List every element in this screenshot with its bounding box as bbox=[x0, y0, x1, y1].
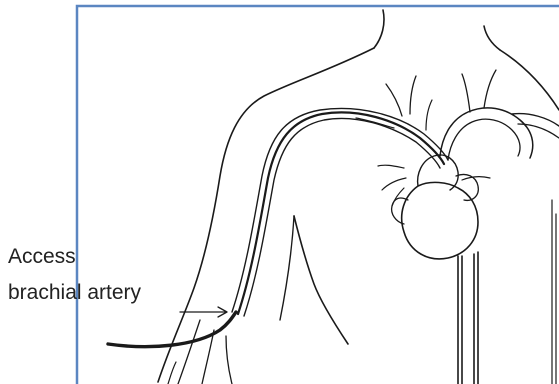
access-label-line1: Access bbox=[8, 246, 76, 267]
pulmonary-branch-2 bbox=[382, 178, 406, 190]
vessel-branch-b bbox=[484, 70, 496, 108]
armpit-outline bbox=[294, 216, 348, 344]
vessel-branch-f bbox=[426, 100, 432, 130]
neck-right-outline bbox=[484, 26, 500, 50]
pulmonary-branch-1 bbox=[378, 165, 404, 168]
left-subclavian-lower bbox=[518, 124, 559, 138]
catheter-track-inner bbox=[244, 118, 440, 316]
aortic-arch-inner bbox=[448, 119, 520, 160]
vessel-branch-d bbox=[410, 76, 416, 114]
catheter-track-outer bbox=[232, 108, 448, 312]
vessel-branch-e bbox=[356, 118, 394, 128]
diagram-frame bbox=[77, 6, 559, 384]
heart-outline bbox=[402, 182, 478, 258]
forearm-line-1 bbox=[178, 320, 200, 384]
catheter-track-middle bbox=[238, 112, 444, 314]
right-shoulder-outline bbox=[500, 50, 559, 110]
forearm-line-4 bbox=[168, 362, 176, 384]
access-label-line2: brachial artery bbox=[8, 282, 141, 303]
arrow-right-icon bbox=[180, 307, 227, 317]
pulmonary-branch-3 bbox=[392, 188, 404, 206]
catheter-entry bbox=[108, 312, 236, 347]
inner-arm-outline bbox=[280, 216, 294, 320]
pulmonary-branch-4 bbox=[462, 177, 490, 180]
vessel-branch-a bbox=[462, 74, 470, 112]
neck-left-outline bbox=[374, 10, 384, 48]
forearm-line-3 bbox=[226, 336, 232, 384]
vessel-branch-c bbox=[386, 84, 402, 116]
aortic-arch bbox=[440, 108, 533, 158]
shoulder-outer-outline bbox=[158, 48, 374, 382]
